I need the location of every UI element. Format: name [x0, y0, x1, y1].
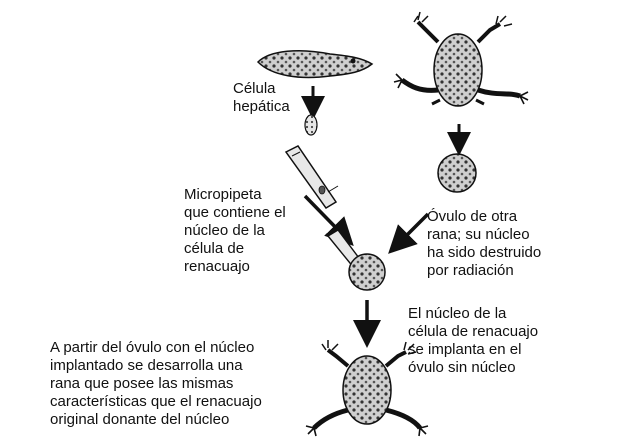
label-implante: El núcleo de la célula de renacuajo se i…: [408, 305, 539, 376]
implanted-egg-icon: [326, 229, 386, 291]
arrow-pipette-to-egg: [303, 194, 354, 247]
label-micropipeta: Micropipeta que contiene el núcleo de la…: [184, 186, 286, 275]
egg-icon: [437, 153, 477, 193]
micropipette-icon: [284, 145, 339, 209]
liver-cell-icon: [304, 114, 318, 136]
label-resultado: A partir del óvulo con el núcleo implant…: [50, 339, 262, 428]
arrow-egg-to-implant: [388, 212, 430, 254]
frog-bottom-icon: [305, 340, 429, 437]
tadpole-icon: [256, 49, 374, 79]
frog-top-icon: [393, 11, 529, 107]
label-ovulo: Óvulo de otra rana; su núcleo ha sido de…: [427, 208, 542, 279]
label-celula-hepatica: Célula hepática: [233, 80, 290, 115]
